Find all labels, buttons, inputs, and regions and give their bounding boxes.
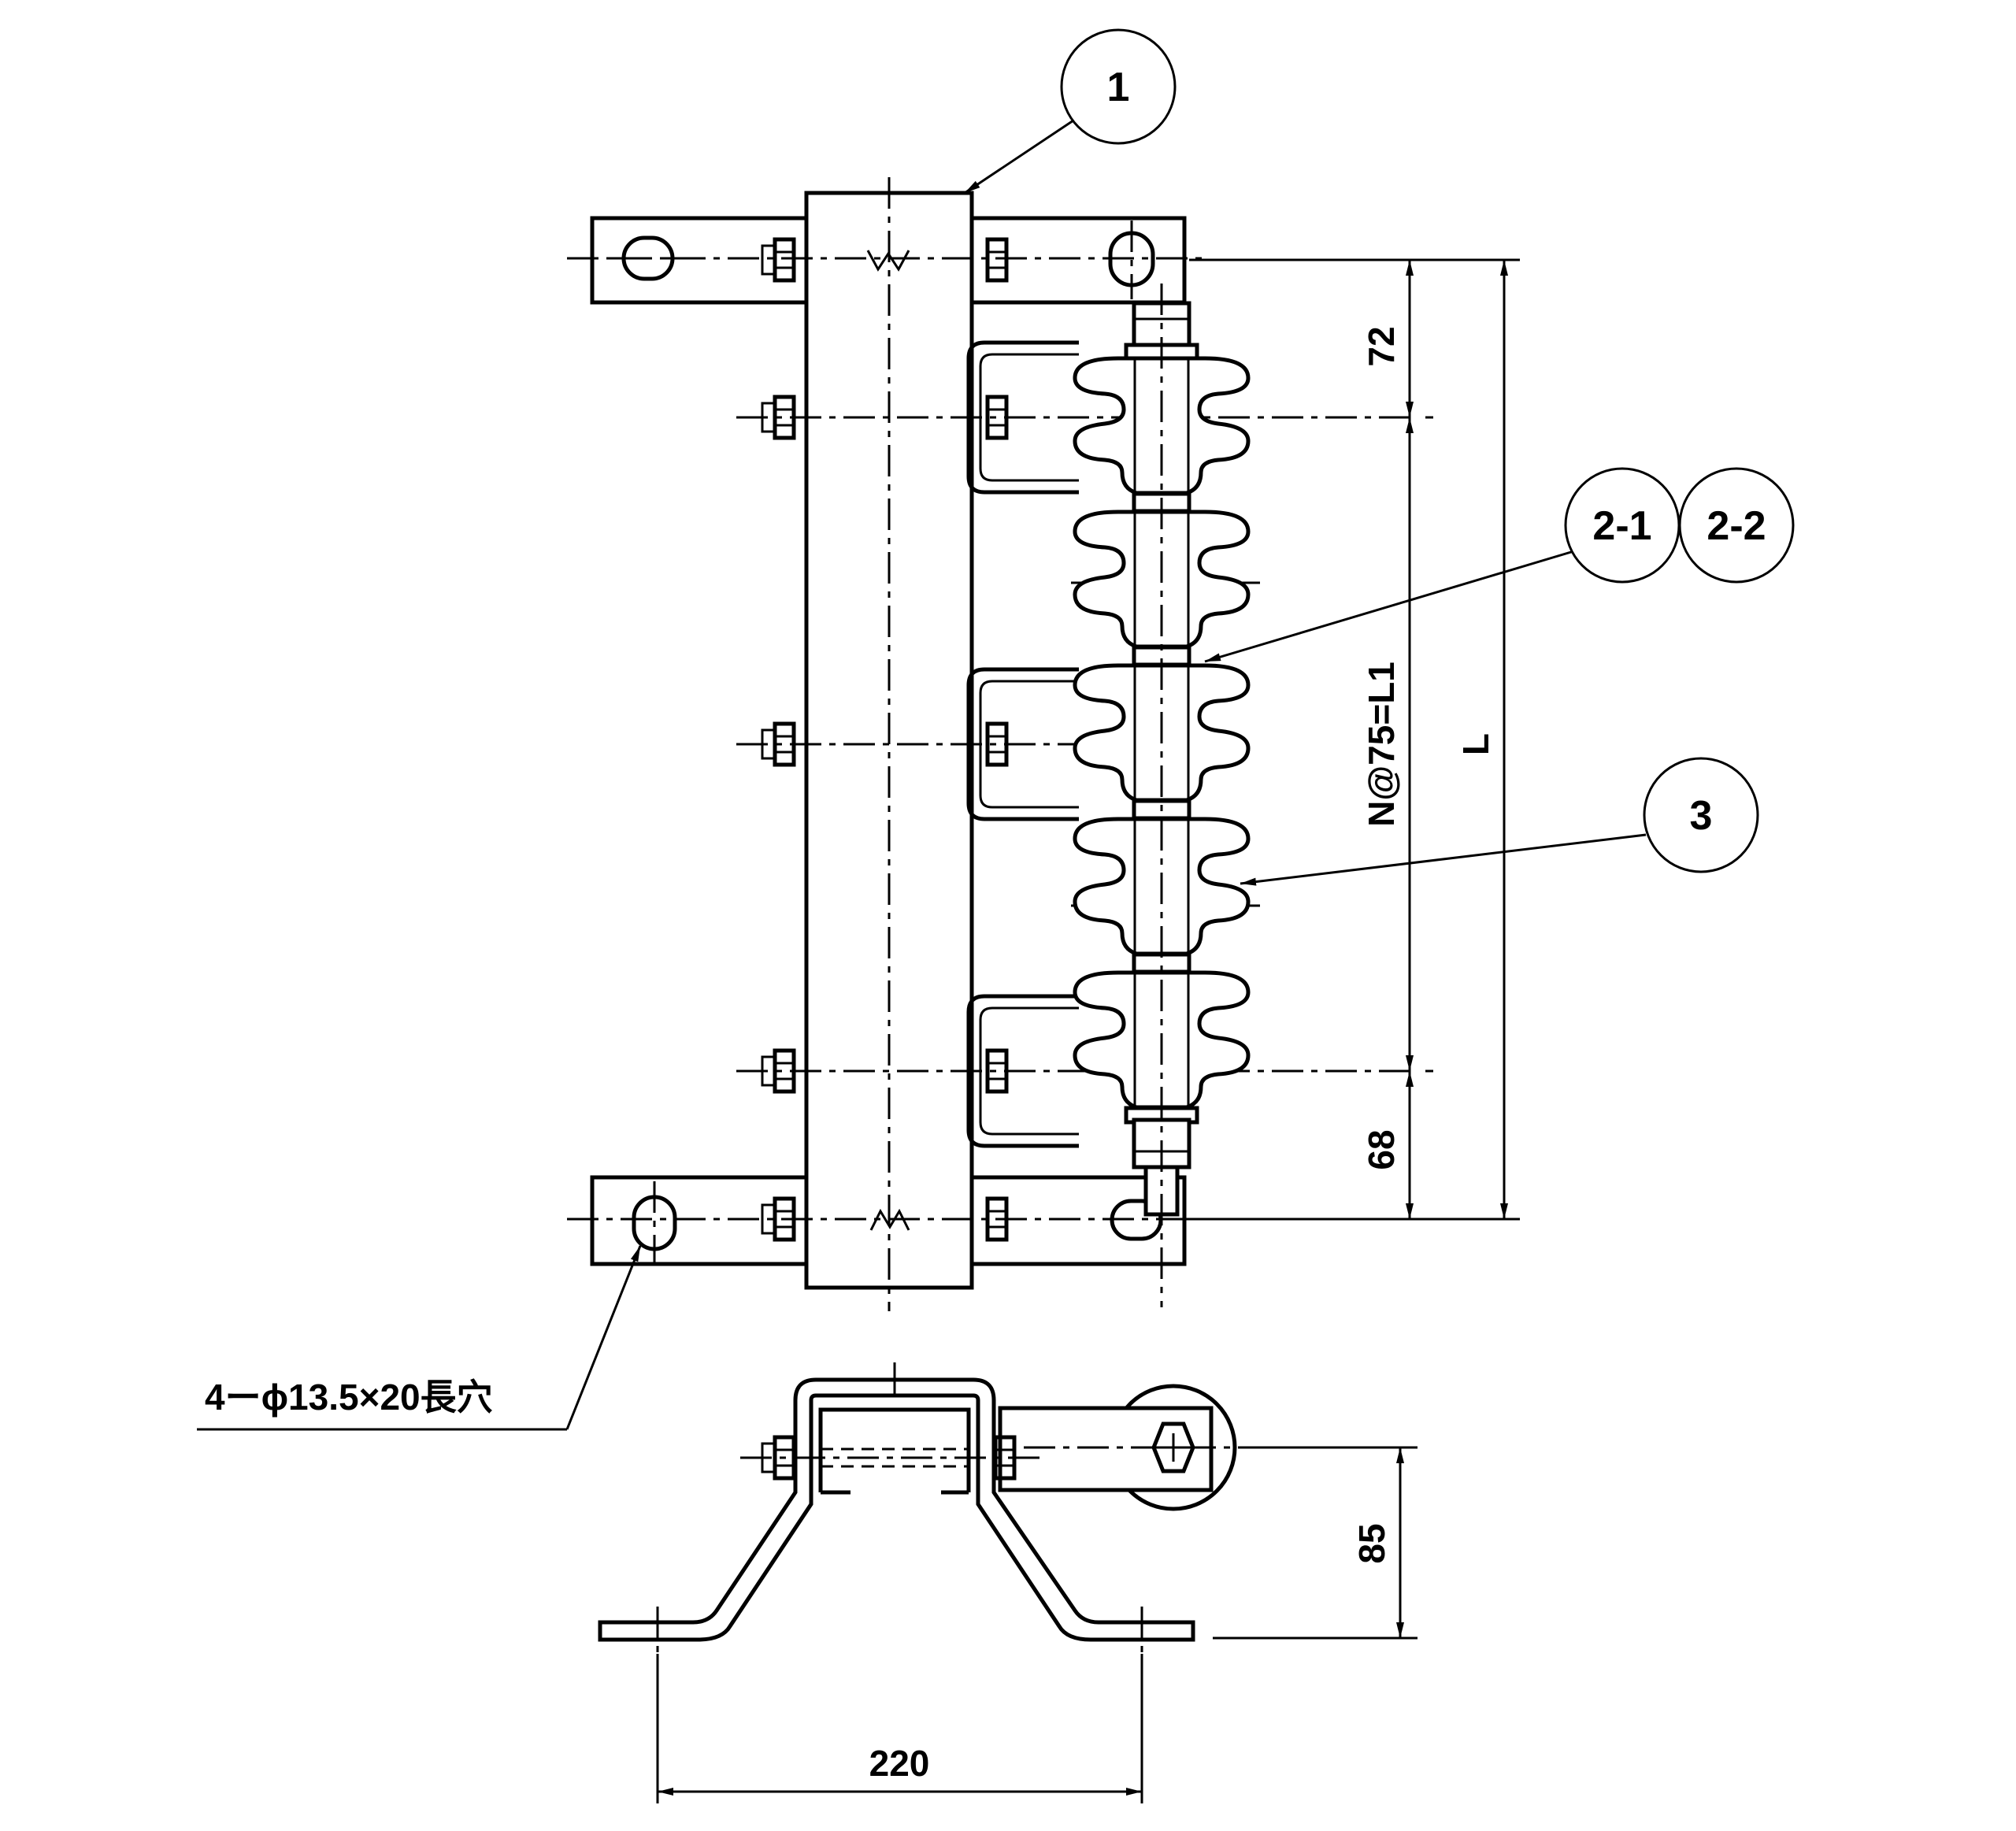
- callout-1-label: 1: [1107, 65, 1130, 110]
- mounting-bracket: [598, 1377, 1195, 1642]
- callouts: 1 2-1 2-2 3 4ーϕ13.5×20長穴: [197, 28, 1795, 1431]
- side-view: 85 220: [598, 1362, 1418, 1803]
- callout-2-2: [1678, 467, 1795, 584]
- dim-height: 85: [1351, 1523, 1392, 1563]
- callout-2-1-label: 2-1: [1592, 503, 1651, 549]
- insulator-string: [1075, 284, 1248, 1307]
- dim-width: 220: [869, 1743, 930, 1784]
- callout-2-2-label: 2-2: [1707, 503, 1766, 549]
- dim-bottom-offset: 68: [1361, 1129, 1402, 1169]
- dim-total-length: L: [1455, 733, 1496, 755]
- callout-1: [1060, 28, 1177, 145]
- dim-top-offset: 72: [1361, 326, 1402, 366]
- dim-pitch: N@75=L1: [1361, 662, 1402, 827]
- weld-symbol-top: [866, 250, 910, 272]
- slot-hole-bottom-left: [632, 1181, 677, 1264]
- front-view: 72 N@75=L1 L 68: [567, 177, 1520, 1311]
- weld-symbol-bottom: [869, 1208, 910, 1231]
- callout-3: [1643, 757, 1759, 873]
- callout-3-label: 3: [1690, 793, 1713, 839]
- note-slot-holes: 4ーϕ13.5×20長穴: [205, 1377, 493, 1418]
